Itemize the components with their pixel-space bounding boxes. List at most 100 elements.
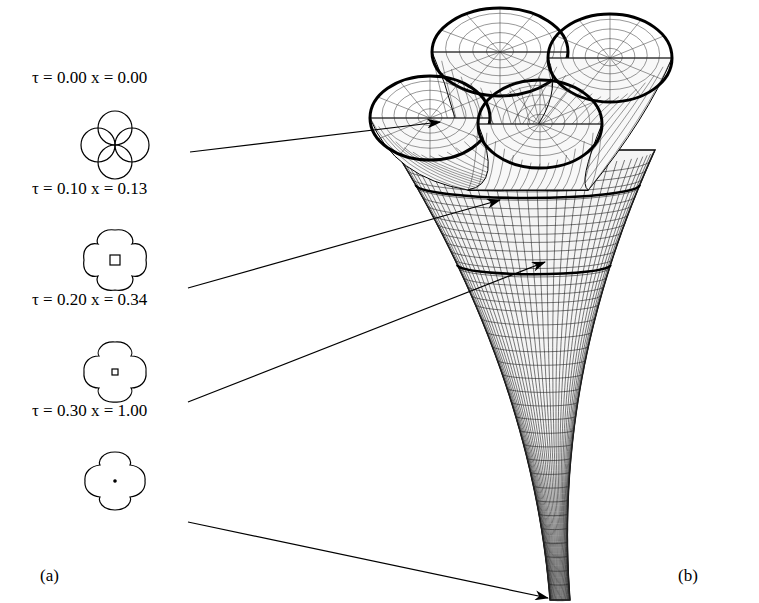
mesh-ring	[475, 304, 599, 311]
mesh-ring	[527, 458, 571, 461]
mesh-line	[396, 142, 494, 190]
mesh-line	[399, 154, 550, 600]
mesh-ring	[507, 388, 580, 392]
leader-arrow	[188, 200, 500, 288]
lobed-shape	[85, 452, 145, 510]
leader-arrow	[190, 122, 440, 152]
mesh-line	[610, 58, 611, 102]
mesh-line	[500, 8, 501, 52]
mesh-line	[387, 134, 485, 190]
mesh-line	[563, 162, 609, 601]
mesh-line	[430, 76, 431, 118]
cross-sections	[81, 111, 149, 510]
mesh-line	[536, 166, 561, 602]
mesh-line	[509, 86, 540, 124]
mesh-line	[556, 58, 610, 80]
mesh-line	[400, 82, 430, 118]
mesh-line	[395, 150, 550, 600]
mesh-line	[433, 161, 553, 601]
mesh-line	[486, 102, 540, 124]
mesh-line	[540, 124, 602, 125]
mesh-line	[540, 102, 594, 124]
mesh-line	[579, 20, 610, 58]
circle-shape	[81, 128, 115, 162]
mesh-line	[610, 58, 672, 59]
mesh-ring	[545, 556, 567, 557]
circle-shape	[115, 128, 149, 162]
leader-arrows	[188, 122, 548, 598]
mesh-ring	[441, 232, 621, 242]
mesh-line	[460, 164, 555, 602]
mesh-line	[548, 58, 610, 59]
cup-rim	[548, 14, 672, 102]
mesh-line	[500, 14, 534, 52]
mesh-ring	[487, 332, 592, 338]
mesh-line	[525, 166, 560, 602]
mesh-line	[486, 124, 540, 146]
mesh-line	[430, 118, 490, 119]
mesh-line	[540, 80, 541, 124]
mesh-line	[491, 165, 557, 601]
inner-square	[110, 255, 120, 265]
mesh-line	[468, 124, 478, 190]
mesh-line	[540, 124, 594, 146]
mesh-line	[509, 124, 540, 162]
mesh-ring	[520, 430, 574, 433]
mesh-line	[441, 30, 500, 52]
parameter-label: τ = 0.10 x = 0.13	[32, 180, 147, 197]
panel-label: (b)	[678, 567, 698, 584]
mesh-line	[441, 52, 500, 74]
mesh-line	[514, 166, 559, 602]
cup-rim	[370, 76, 490, 160]
mesh-ring	[511, 402, 577, 406]
inner-square	[112, 369, 118, 375]
mesh-ring	[437, 223, 625, 234]
mesh-ring	[536, 500, 568, 502]
mesh-line	[540, 86, 571, 124]
mesh-line	[397, 153, 550, 601]
leader-arrow	[188, 522, 548, 598]
mesh-ring	[450, 250, 615, 260]
mesh-line	[571, 141, 584, 190]
mesh-line	[610, 58, 664, 80]
mesh-ring	[541, 528, 567, 530]
mesh-ring	[544, 542, 568, 543]
mesh-ring	[549, 584, 569, 585]
mesh-ring	[530, 472, 570, 474]
mesh-line	[556, 36, 610, 58]
mesh-line	[610, 58, 641, 96]
mesh-ring	[467, 286, 604, 294]
circle-shape	[98, 145, 132, 179]
mesh-ring	[533, 486, 568, 488]
inner-dot	[114, 480, 116, 482]
mesh-line	[567, 153, 653, 601]
panel-label: (a)	[40, 567, 59, 584]
mesh-line	[441, 162, 553, 601]
lobed-shape	[84, 342, 146, 402]
mesh-line	[378, 97, 430, 118]
mesh-line	[430, 97, 482, 118]
mesh-line	[545, 160, 557, 190]
circle-shape	[98, 111, 132, 145]
mesh-line	[610, 36, 664, 58]
mesh-line	[396, 151, 551, 600]
mesh-ring	[481, 318, 595, 325]
mesh-line	[481, 165, 557, 601]
mesh-line	[430, 82, 460, 118]
leader-arrow	[188, 262, 545, 402]
mesh-ring	[471, 295, 601, 303]
mesh-ring	[516, 416, 576, 420]
mesh-line	[554, 155, 567, 190]
mesh-ring	[502, 374, 583, 379]
mesh-line	[567, 150, 655, 600]
mesh-line	[579, 58, 610, 96]
cup-rim	[478, 80, 602, 168]
mesh-line	[566, 157, 643, 601]
mesh-line	[610, 20, 641, 58]
mesh-line	[540, 124, 541, 168]
mesh-line	[567, 155, 648, 600]
mesh-line	[564, 160, 624, 601]
mesh-line	[466, 52, 500, 90]
mesh-line	[478, 124, 540, 125]
mesh-ring	[446, 241, 619, 251]
